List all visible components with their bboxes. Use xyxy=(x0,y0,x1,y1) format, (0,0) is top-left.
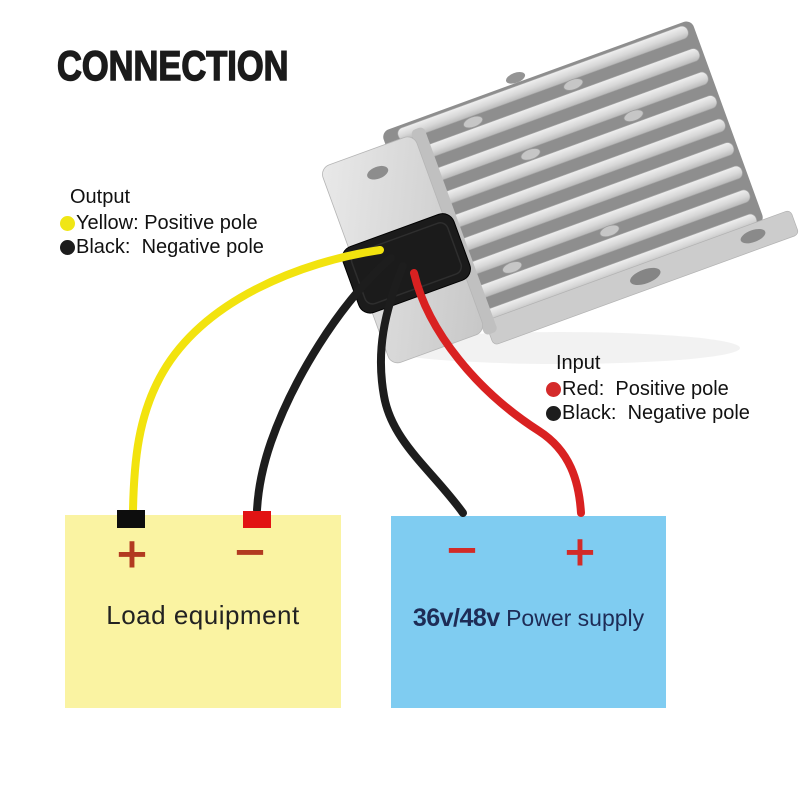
load-equipment-label: Load equipment xyxy=(106,600,300,630)
device-shadow xyxy=(380,332,740,364)
load-minus-symbol: − xyxy=(232,526,268,576)
power-minus-symbol: − xyxy=(444,524,480,574)
mounting-hole-icon xyxy=(630,267,661,285)
input-legend-row-black: Black: Negative pole xyxy=(546,402,750,425)
output-legend-row-yellow: Yellow: Positive pole xyxy=(60,212,264,235)
mounting-hole-icon xyxy=(367,165,389,180)
input-positive-red-wire xyxy=(410,269,585,517)
input-positive-label: Red: Positive pole xyxy=(562,378,729,400)
heatsink-converter-image xyxy=(322,21,799,364)
heatsink-fins xyxy=(397,25,757,331)
output-legend-title: Output xyxy=(70,186,131,208)
input-legend-title: Input xyxy=(556,352,750,375)
output-negative-black-wire xyxy=(253,254,395,514)
load-positive-terminal xyxy=(117,510,145,528)
input-legend-row-red: Red: Positive pole xyxy=(546,378,750,401)
mounting-hole-icon xyxy=(505,72,526,84)
output-negative-label: Black: Negative pole xyxy=(76,236,264,258)
heatsink-rivet-pins xyxy=(463,78,644,274)
load-plus-symbol: + xyxy=(114,528,150,578)
mounting-hole-icon xyxy=(740,228,766,244)
power-supply-box xyxy=(391,516,666,708)
input-negative-label: Black: Negative pole xyxy=(562,402,750,424)
power-supply-label: 36v/48v Power supply xyxy=(391,604,666,633)
input-legend: Input Red: Positive pole Black: Negative… xyxy=(546,352,750,425)
output-legend: Output Yellow: Positive pole Black: Nega… xyxy=(60,186,264,259)
input-negative-black-wire xyxy=(376,262,467,517)
black-dot-icon xyxy=(546,406,561,421)
power-supply-model: 36v/48v xyxy=(412,604,500,632)
output-legend-row-black: Black: Negative pole xyxy=(60,236,264,259)
wires xyxy=(129,246,585,517)
output-positive-yellow-wire xyxy=(129,246,384,514)
black-dot-icon xyxy=(60,240,75,255)
power-supply-text: Power supply xyxy=(499,605,645,631)
red-dot-icon xyxy=(546,382,561,397)
output-positive-label: Yellow: Positive pole xyxy=(76,212,258,234)
power-plus-symbol: + xyxy=(562,526,598,576)
load-negative-terminal xyxy=(243,511,271,528)
yellow-dot-icon xyxy=(60,216,75,231)
load-equipment-box xyxy=(65,515,341,708)
page-title: CONNECTION xyxy=(56,41,289,90)
